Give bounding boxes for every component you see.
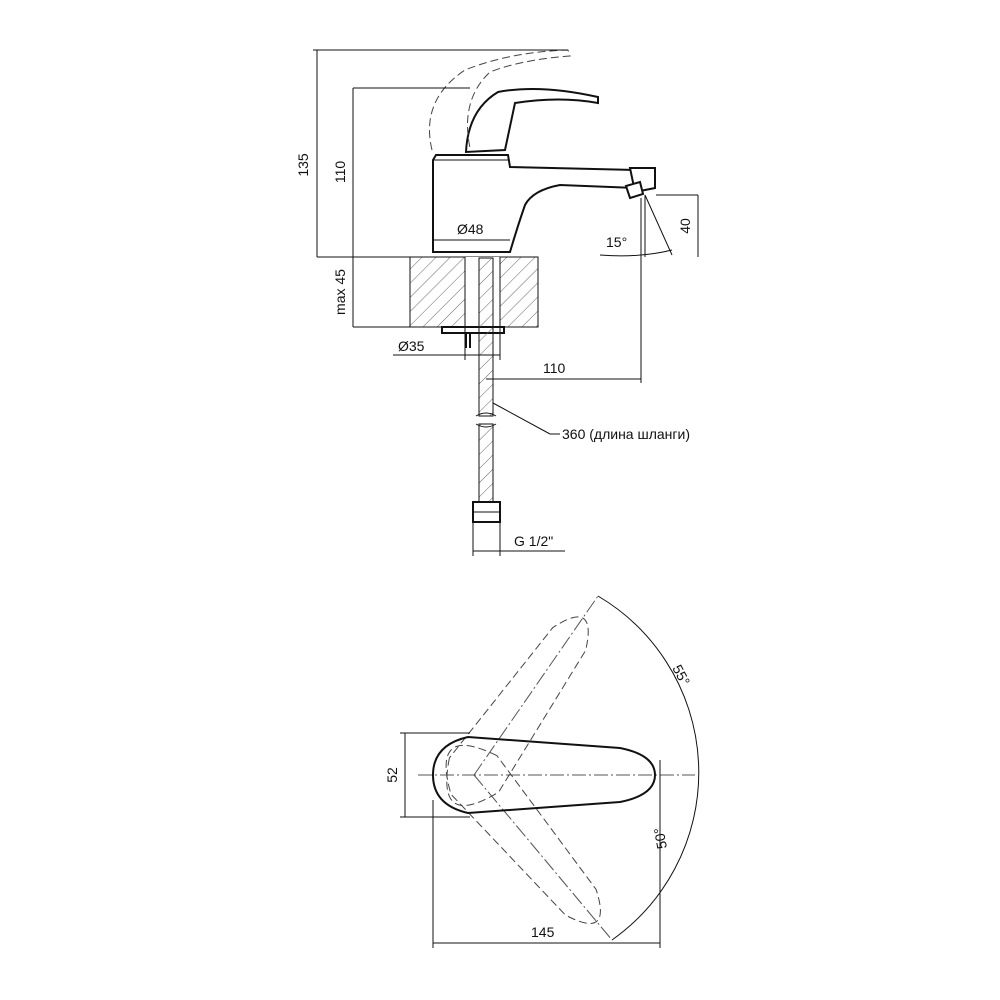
handle-top — [431, 735, 657, 815]
label-body-diameter: Ø48 — [457, 221, 484, 237]
dim-hose-length: 360 (длина шланги) — [492, 402, 690, 442]
side-view: 135 110 40 15° Ø48 max 45 — [295, 49, 699, 556]
dim-body-diameter: Ø48 — [433, 221, 510, 241]
label-rotation-up: 55° — [669, 662, 693, 688]
dim-handle-width: 52 — [384, 732, 470, 818]
dim-height-body: 110 — [332, 87, 470, 257]
rotation-arc — [597, 595, 700, 941]
countertop — [353, 256, 539, 328]
dim-spout-angle: 15° — [599, 194, 673, 257]
label-reach: 110 — [543, 360, 566, 376]
label-hose-length: 360 (длина шланги) — [562, 426, 690, 442]
label-thread: G 1/2" — [514, 533, 553, 549]
label-max-thickness: max 45 — [332, 269, 348, 315]
rotation-axis-up — [473, 595, 599, 776]
dim-hole-diameter: Ø35 — [393, 327, 501, 360]
handle-rotated-down — [445, 744, 601, 924]
rotation-axis-down — [473, 774, 613, 941]
dim-max-thickness: max 45 — [332, 257, 354, 327]
label-height-total: 135 — [295, 153, 311, 177]
top-view: 52 55° 50° 145 — [384, 595, 700, 948]
label-spout-angle: 15° — [606, 234, 627, 250]
label-hole-diameter: Ø35 — [398, 338, 425, 354]
dim-length: 145 — [432, 760, 661, 948]
label-handle-width: 52 — [384, 767, 400, 783]
dim-thread: G 1/2" — [472, 522, 565, 556]
dim-spout-height: 40 — [656, 194, 699, 257]
dim-reach: 110 — [486, 198, 642, 383]
mounting-hardware — [441, 326, 505, 348]
flexible-hose — [472, 257, 501, 523]
dim-height-total: 135 — [295, 49, 568, 258]
label-length: 145 — [531, 924, 555, 940]
label-spout-height: 40 — [677, 218, 693, 234]
label-height-body: 110 — [332, 161, 348, 184]
handle-rotated-up — [446, 616, 589, 806]
